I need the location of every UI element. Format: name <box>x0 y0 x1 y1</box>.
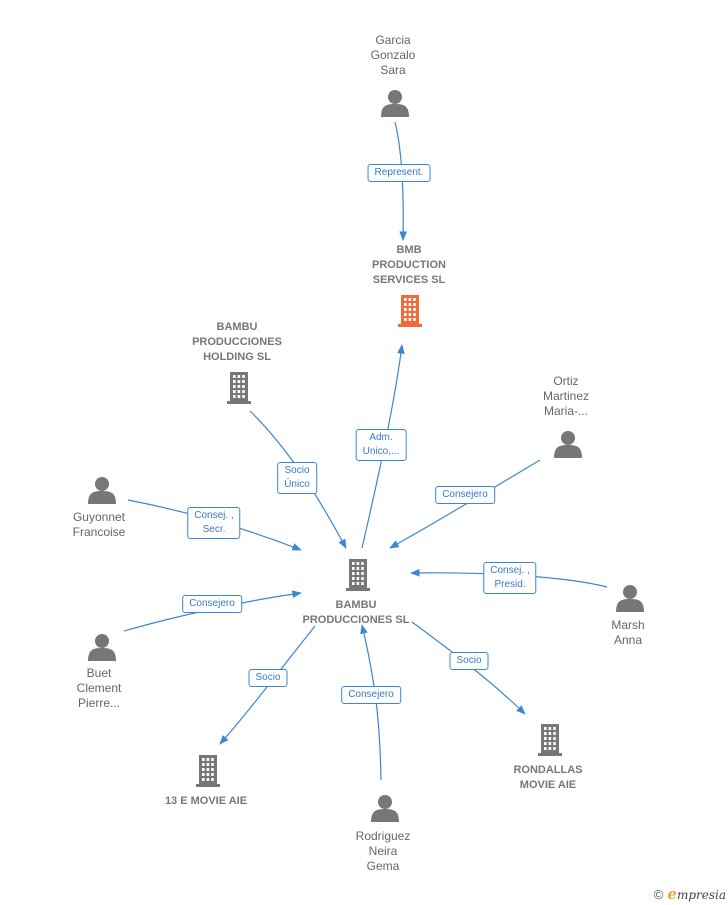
edge-label-bambu-to-rondallas[interactable]: Socio <box>449 652 489 670</box>
brand-logo[interactable]: empresia <box>667 885 726 903</box>
edge-label-marsh-to-bambu[interactable]: Consej. , Presid. <box>483 562 537 594</box>
node-label-line: Gonzalo <box>370 48 416 62</box>
node-label-line: PRODUCCIONES SL <box>302 614 410 626</box>
edge-bambu-to-movie13 <box>219 625 316 745</box>
edge-label-bambu-to-bmb[interactable]: Adm. Unico,... <box>355 429 407 461</box>
node-label-line: BAMBU <box>216 321 258 333</box>
copyright-icon: © <box>653 886 664 902</box>
node-label-line: Francoise <box>72 525 126 539</box>
node-label-line: PRODUCCIONES <box>192 336 282 348</box>
node-label-movie13[interactable]: 13 E MOVIE AIE <box>165 794 247 809</box>
node-label-line: Anna <box>613 633 643 647</box>
node-label-line: Martinez <box>542 389 590 403</box>
node-label-line: Rodriguez <box>355 829 411 843</box>
building-icon-bmb[interactable] <box>398 295 422 327</box>
edge-label-line: Socio <box>255 672 281 683</box>
icons-layer <box>88 90 644 822</box>
edge-label-line: Presid. <box>494 579 526 590</box>
person-icon-rodriguez[interactable] <box>371 795 399 822</box>
node-label-line: Gema <box>366 859 400 873</box>
building-icon-bambu_holding[interactable] <box>227 372 251 404</box>
node-label-line: Neira <box>368 844 398 858</box>
edge-label-line: Represent. <box>374 167 424 178</box>
node-label-line: Marsh <box>611 618 645 632</box>
edge-label-line: Consejero <box>348 689 394 700</box>
node-label-line: Pierre... <box>77 696 120 710</box>
person-icon-garcia[interactable] <box>381 90 409 117</box>
node-label-line: Guyonnet <box>72 510 126 524</box>
edge-label-rodriguez-to-bambu[interactable]: Consejero <box>341 686 401 704</box>
edge-label-buet-to-bambu[interactable]: Consejero <box>182 595 242 613</box>
node-label-line: BAMBU <box>335 599 377 611</box>
node-label-line: Buet <box>86 666 112 680</box>
building-icon-movie13[interactable] <box>196 755 220 787</box>
edge-label-line: Único <box>284 479 310 490</box>
edge-label-line: Unico,... <box>362 446 400 457</box>
copyright-footer: © empresia <box>654 885 726 903</box>
node-label-line: Garcia <box>375 33 411 47</box>
node-label-line: HOLDING SL <box>203 351 271 363</box>
node-label-line: Clement <box>76 681 122 695</box>
edge-label-line: Secr. <box>202 524 226 535</box>
building-icon-bambu[interactable] <box>346 559 370 591</box>
edge-label-line: Socio <box>456 655 482 666</box>
edge-label-line: Adm. <box>369 432 393 443</box>
person-icon-marsh[interactable] <box>616 585 644 612</box>
edge-label-garcia-to-bmb[interactable]: Represent. <box>367 164 431 182</box>
node-label-line: BMB <box>396 244 422 256</box>
node-label-line: PRODUCTION <box>372 259 446 271</box>
edge-ortiz-to-bambu <box>389 459 541 549</box>
node-label-bambu[interactable]: BAMBU PRODUCCIONES SL <box>303 598 410 628</box>
node-label-line: MOVIE AIE <box>519 779 577 791</box>
node-label-bambu_holding[interactable]: BAMBU PRODUCCIONES HOLDING SL <box>192 320 282 365</box>
node-label-line: Maria-... <box>543 404 589 418</box>
node-label-line: 13 E MOVIE AIE <box>164 795 248 807</box>
node-label-line: RONDALLAS <box>513 764 583 776</box>
edge-label-line: Consejero <box>442 489 488 500</box>
edge-label-line: Consej. , <box>194 510 234 521</box>
building-icon-rondallas[interactable] <box>538 724 562 756</box>
edge-label-line: Consej. , <box>490 565 530 576</box>
edge-label-line: Consejero <box>189 598 235 609</box>
node-label-line: Ortiz <box>553 374 579 388</box>
node-label-rondallas[interactable]: RONDALLAS MOVIE AIE <box>513 763 582 793</box>
person-icon-ortiz[interactable] <box>554 431 582 458</box>
person-icon-buet[interactable] <box>88 634 116 661</box>
edge-label-ortiz-to-bambu[interactable]: Consejero <box>435 486 495 504</box>
node-label-line: SERVICES SL <box>372 274 446 286</box>
edge-label-line: Socio <box>284 465 310 476</box>
edge-label-bambu-to-movie13[interactable]: Socio <box>248 669 288 687</box>
person-icon-guyonnet[interactable] <box>88 477 116 504</box>
node-label-line: Sara <box>380 63 406 77</box>
edge-label-guyonnet-to-bambu[interactable]: Consej. , Secr. <box>187 507 241 539</box>
node-label-bmb[interactable]: BMB PRODUCTION SERVICES SL <box>372 243 446 288</box>
